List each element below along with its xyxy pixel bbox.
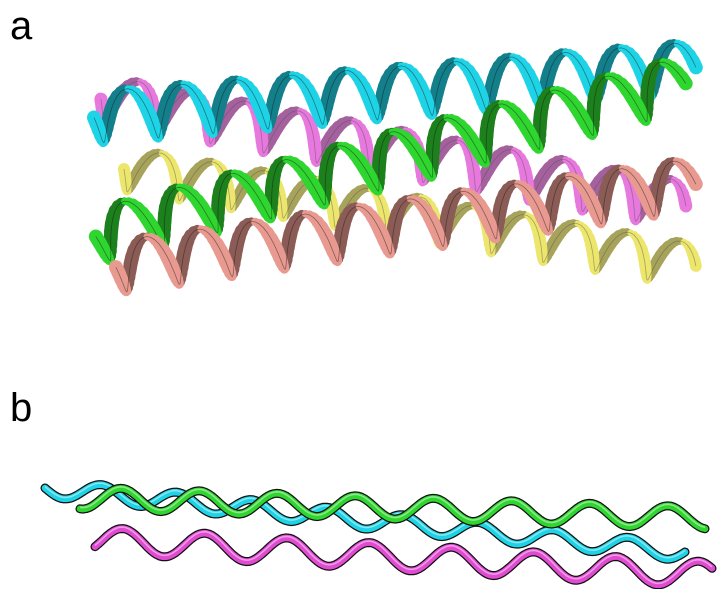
salmon-helix xyxy=(116,161,696,292)
panel-b-backbone-traces xyxy=(45,483,712,585)
panel-a-helix-bundle xyxy=(94,43,696,292)
